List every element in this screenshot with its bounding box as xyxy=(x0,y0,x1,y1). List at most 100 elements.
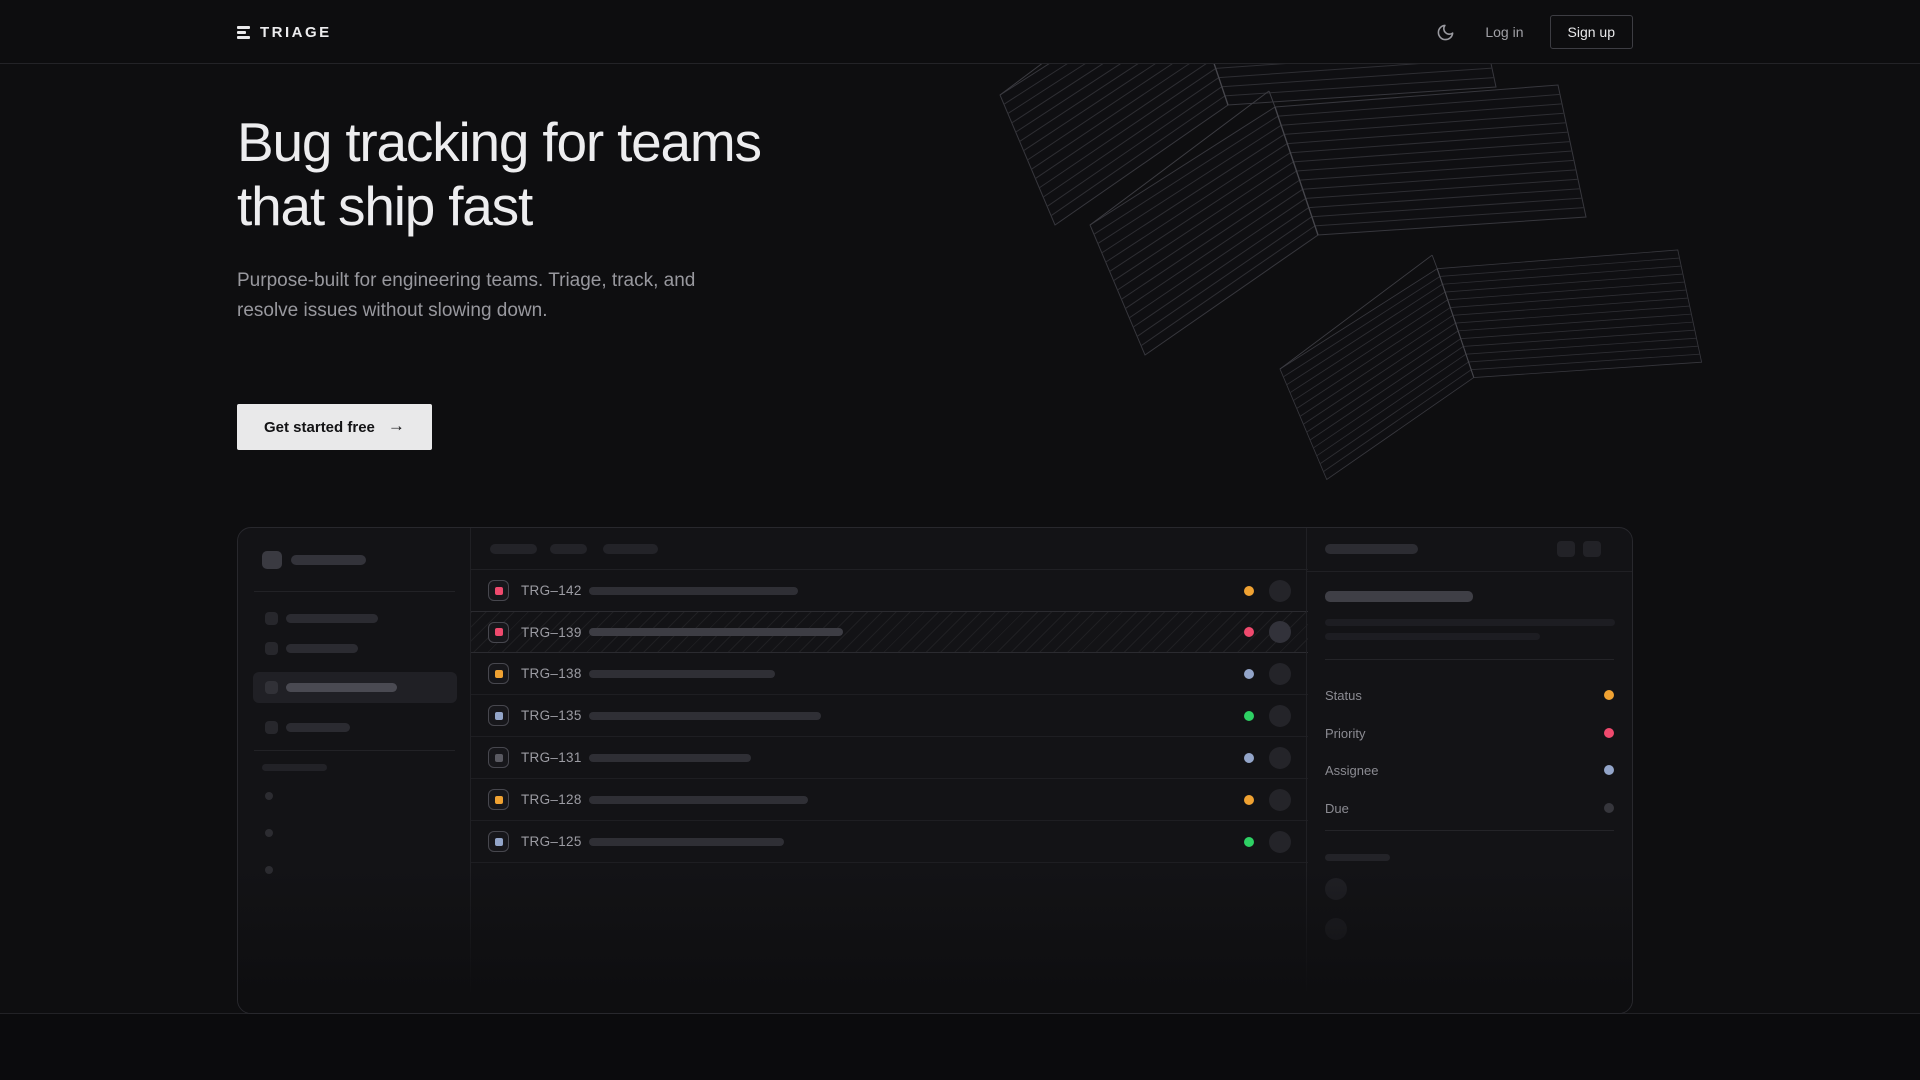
sidebar-dot-skeleton xyxy=(265,829,273,837)
issue-row: TRG–139 xyxy=(471,611,1308,653)
assignee-avatar xyxy=(1269,830,1291,853)
sidebar-section-label-skeleton xyxy=(262,764,327,771)
panel-divider xyxy=(1325,659,1614,660)
brand-logo: TRIAGE xyxy=(237,0,332,64)
issue-type-icon xyxy=(488,621,509,643)
issue-id: TRG–135 xyxy=(521,708,582,723)
field-value-dot xyxy=(1604,727,1614,738)
assignee-avatar xyxy=(1269,704,1291,727)
issue-title-skeleton xyxy=(589,711,821,720)
hero-subtitle: Purpose-built for engineering teams. Tri… xyxy=(237,270,696,321)
issue-row: TRG–125 xyxy=(471,821,1308,863)
filter-pill-skeleton xyxy=(550,544,587,554)
comment-avatar-skeleton xyxy=(1325,918,1347,940)
issue-title-skeleton xyxy=(589,795,808,804)
issue-type-icon xyxy=(488,831,509,852)
assignee-avatar xyxy=(1269,662,1291,685)
field-value-dot xyxy=(1604,690,1614,700)
assignee-avatar xyxy=(1269,788,1291,811)
issue-row: TRG–138 xyxy=(471,653,1308,695)
issue-type-icon xyxy=(488,705,509,726)
sidebar-divider xyxy=(254,591,455,592)
status-dot xyxy=(1244,585,1254,596)
sidebar-item-skeleton xyxy=(253,633,457,664)
assignee-avatar xyxy=(1269,746,1291,769)
issue-id: TRG–131 xyxy=(521,750,582,765)
sidebar-dot-skeleton xyxy=(265,792,273,800)
description-line-skeleton xyxy=(1325,633,1540,640)
assignee-avatar xyxy=(1269,579,1291,602)
comment-avatar-skeleton xyxy=(1325,878,1347,900)
panel-title-skeleton xyxy=(1325,544,1418,554)
status-dot xyxy=(1244,627,1254,637)
issue-row: TRG–131 xyxy=(471,737,1308,779)
status-dot xyxy=(1244,794,1254,805)
detail-panel-header xyxy=(1307,528,1632,572)
issue-row: TRG–135 xyxy=(471,695,1308,737)
issue-row: TRG–128 xyxy=(471,779,1308,821)
sidebar-dot-skeleton xyxy=(265,866,273,874)
triage-logo-icon xyxy=(237,25,250,39)
filter-pill-skeleton xyxy=(490,544,537,554)
issue-id: TRG–125 xyxy=(521,834,582,849)
workspace-name-skeleton xyxy=(291,555,366,565)
field-label: Priority xyxy=(1325,725,1366,741)
get-started-button[interactable]: Get started free → xyxy=(237,404,432,450)
footer-area xyxy=(0,1014,1920,1080)
issue-type-icon xyxy=(488,663,509,684)
top-nav: TRIAGE Log in Sign up xyxy=(0,0,1920,64)
field-value-dot xyxy=(1604,802,1614,813)
brand-name: TRIAGE xyxy=(260,23,332,41)
arrow-right-icon: → xyxy=(387,416,405,435)
hero-section: Bug tracking for teams that ship fast Pu… xyxy=(237,110,762,450)
filter-pill-skeleton xyxy=(603,544,658,554)
issue-type-icon xyxy=(488,580,509,601)
field-value-dot xyxy=(1604,765,1614,775)
issue-id: TRG–138 xyxy=(521,666,582,681)
preview-sidebar xyxy=(238,528,471,1013)
workspace-icon xyxy=(262,551,282,569)
detail-field-status: Status xyxy=(1325,688,1614,703)
nav-actions: Log in Sign up xyxy=(1431,0,1633,64)
issue-title-skeleton xyxy=(589,586,798,595)
issue-row: TRG–142 xyxy=(471,570,1308,612)
detail-field-due: Due xyxy=(1325,800,1614,816)
issue-type-icon xyxy=(488,747,509,768)
moon-icon xyxy=(1437,24,1454,40)
issue-title-skeleton xyxy=(589,753,751,762)
detail-field-priority: Priority xyxy=(1325,725,1614,741)
status-dot xyxy=(1244,752,1254,763)
signup-button[interactable]: Sign up xyxy=(1549,15,1633,49)
assignee-avatar xyxy=(1269,621,1291,643)
issue-id: TRG–139 xyxy=(521,624,582,640)
sidebar-item-skeleton xyxy=(253,603,457,634)
issue-type-icon xyxy=(488,789,509,810)
sidebar-divider xyxy=(254,750,455,751)
field-label: Assignee xyxy=(1325,763,1379,778)
activity-label-skeleton xyxy=(1325,854,1390,861)
detail-field-assignee: Assignee xyxy=(1325,763,1614,778)
sidebar-item-skeleton xyxy=(253,712,457,743)
issue-id: TRG–128 xyxy=(521,792,582,807)
issue-title-skeleton xyxy=(1325,591,1473,602)
hero-title: Bug tracking for teams that ship fast xyxy=(237,111,762,237)
panel-action-button-skeleton xyxy=(1583,541,1601,557)
sidebar-item-skeleton-active xyxy=(253,672,457,703)
theme-toggle-button[interactable] xyxy=(1431,18,1459,46)
status-dot xyxy=(1244,668,1254,679)
issue-title-skeleton xyxy=(589,837,784,846)
issue-title-skeleton xyxy=(589,628,843,636)
panel-divider xyxy=(1325,830,1614,831)
status-dot xyxy=(1244,710,1254,721)
issue-id: TRG–142 xyxy=(521,583,582,598)
panel-action-button-skeleton xyxy=(1557,541,1575,557)
field-label: Due xyxy=(1325,800,1349,816)
issue-title-skeleton xyxy=(589,669,775,678)
field-label: Status xyxy=(1325,688,1362,703)
login-link[interactable]: Log in xyxy=(1485,24,1524,40)
